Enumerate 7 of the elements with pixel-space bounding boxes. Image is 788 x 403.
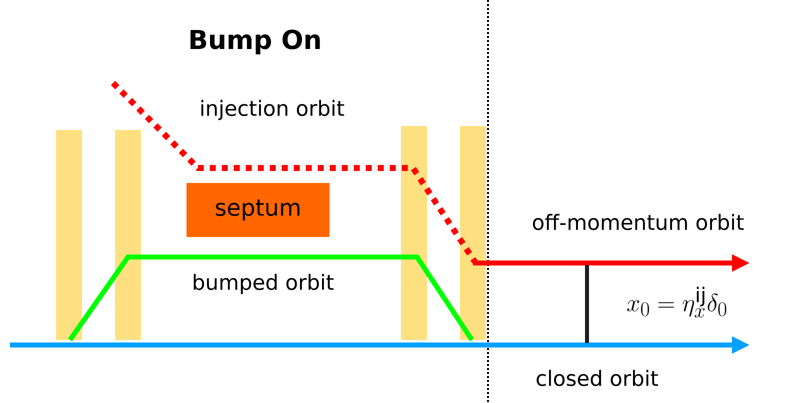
- orbit-label: bumped orbit: [194, 274, 334, 294]
- orbit-label: closed orbit: [536, 370, 658, 386]
- formula: $x_0 = \eta_x^{\mathrm{ij}}\delta_0$: [627, 286, 726, 318]
- orbit-label: off-momentum orbit: [532, 214, 744, 230]
- septum-box: septum: [186, 183, 330, 237]
- title: Bump On: [190, 30, 320, 54]
- orbit-label: injection orbit: [201, 100, 344, 120]
